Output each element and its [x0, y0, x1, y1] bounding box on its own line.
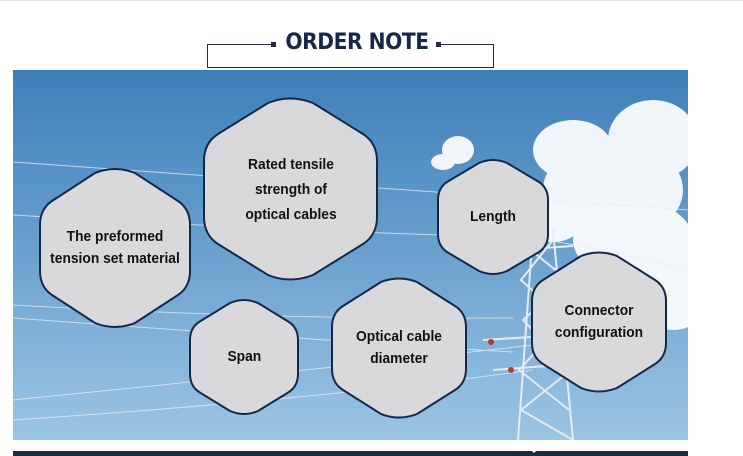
section-header: ORDER NOTE: [0, 0, 743, 70]
title-line-left: [207, 44, 273, 45]
hex-connector-config: Connector configuration: [531, 250, 667, 394]
page-title: ORDER NOTE: [285, 30, 429, 55]
hex-length: Length: [437, 158, 549, 276]
title-frame: [207, 44, 494, 68]
hexagon-shape-icon: [331, 277, 467, 419]
hex-label: Optical cable diameter: [356, 328, 442, 367]
notch-marker: [528, 447, 540, 453]
bottom-banner-strip: [13, 447, 688, 456]
hexagon-shape-icon: [189, 299, 299, 415]
hexagon-shape-icon: [203, 97, 378, 281]
hex-label: Span: [227, 348, 261, 365]
hex-label: Connector configuration: [554, 302, 644, 341]
hex-label: The preformed tension set material: [50, 228, 180, 267]
hex-label: Length: [470, 208, 516, 225]
hex-span: Span: [189, 298, 299, 416]
title-dot-left: [271, 42, 276, 47]
hexagon-shape-icon: [39, 168, 191, 328]
hex-rated-tensile: Rated tensile strength of optical cables: [203, 96, 378, 282]
hex-cable-diameter: Optical cable diameter: [331, 276, 467, 420]
title-dot-right: [436, 42, 441, 47]
hex-preformed-tension: The preformed tension set material: [39, 167, 191, 329]
hexagon-shape-icon: [437, 159, 549, 275]
title-line-right: [438, 44, 494, 45]
top-divider: [0, 0, 743, 1]
hexagon-shape-icon: [531, 251, 667, 393]
hex-label: Rated tensile strength of optical cables: [244, 155, 337, 223]
